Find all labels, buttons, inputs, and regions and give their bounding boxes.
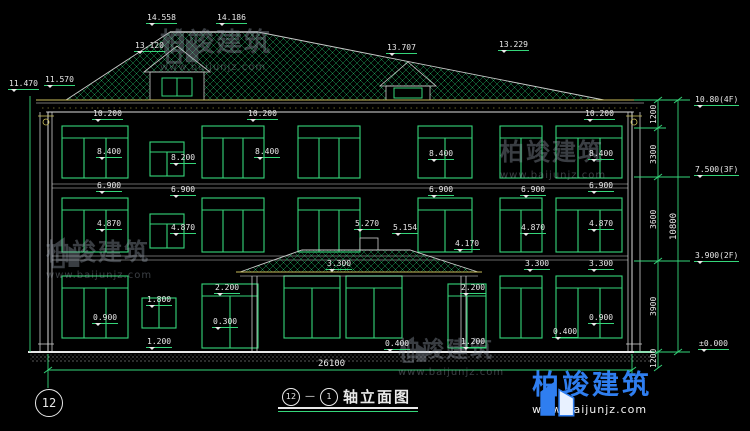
title-underline-thick xyxy=(278,407,418,409)
level-label: 0.400 xyxy=(384,339,411,352)
level-label: 4.870 xyxy=(520,223,547,236)
dim-text: 3600 xyxy=(649,209,658,229)
level-label: 8.400 xyxy=(96,147,123,160)
right-dormer xyxy=(378,61,438,101)
level-label: 10.200 xyxy=(584,109,615,122)
level-label: 5.154 xyxy=(392,223,419,236)
level-label: 10.80(4F) xyxy=(694,95,740,108)
level-label: 2.200 xyxy=(460,283,487,296)
level-label: 4.870 xyxy=(588,219,615,232)
left-dormer xyxy=(142,45,212,101)
level-label: 6.900 xyxy=(588,181,615,194)
level-label: 14.186 xyxy=(216,13,247,26)
sheet-number-bubble: 12 xyxy=(35,389,63,417)
brand-logo-icon xyxy=(540,381,575,417)
level-label: 4.870 xyxy=(96,219,123,232)
level-label: 0.400 xyxy=(552,327,579,340)
level-label: 10.200 xyxy=(247,109,278,122)
drawing-title-text: 轴立面图 xyxy=(343,388,412,406)
level-label: 13.707 xyxy=(386,43,417,56)
dim-text: 3900 xyxy=(649,296,658,316)
level-label: 7.500(3F) xyxy=(694,165,740,178)
dim-text: 1200 xyxy=(649,348,658,368)
level-label: 6.900 xyxy=(96,181,123,194)
level-label: 5.270 xyxy=(354,219,381,232)
level-label: 6.900 xyxy=(428,185,455,198)
axis-dash: — xyxy=(305,391,315,402)
level-label: 6.900 xyxy=(520,185,547,198)
level-label: 1.200 xyxy=(460,337,487,350)
level-label: 3.300 xyxy=(524,259,551,272)
level-label: 2.200 xyxy=(214,283,241,296)
axis-bubble-start: 12 xyxy=(282,387,300,406)
level-label: 8.400 xyxy=(428,149,455,162)
dimension-lines xyxy=(29,96,690,388)
level-label: 1.800 xyxy=(146,295,173,308)
level-label: 4.170 xyxy=(454,239,481,252)
level-label: 3.900(2F) xyxy=(694,251,740,264)
ground-line xyxy=(28,351,652,362)
title-underline-thin xyxy=(278,411,418,412)
windows xyxy=(61,125,623,349)
level-label: 13.120 xyxy=(134,41,165,54)
level-label: 13.229 xyxy=(498,40,529,53)
eaves-cornice xyxy=(36,99,644,113)
level-label: 3.300 xyxy=(326,259,353,272)
total-width-dim: 26100 xyxy=(318,359,346,369)
level-label: 6.900 xyxy=(170,185,197,198)
level-label: 1.200 xyxy=(146,337,173,350)
level-label: ±0.000 xyxy=(698,339,729,352)
level-label: 10.200 xyxy=(92,109,123,122)
level-label: 8.400 xyxy=(588,149,615,162)
level-label: 8.400 xyxy=(254,147,281,160)
level-label: 8.200 xyxy=(170,153,197,166)
brand-logo: 柏竣建筑 www.baijunjz.com xyxy=(532,372,652,417)
level-label: 11.470 xyxy=(8,79,39,92)
pilasters xyxy=(38,112,642,352)
level-label: 11.570 xyxy=(44,75,75,88)
level-label: 4.870 xyxy=(170,223,197,236)
porch xyxy=(236,237,482,352)
axis-bubble-end: 1 xyxy=(320,387,338,406)
total-height-dim: 10800 xyxy=(669,212,679,240)
dim-text: 3300 xyxy=(649,144,658,164)
level-label: 3.300 xyxy=(588,259,615,272)
drawing-title: 12 — 1 轴立面图 xyxy=(282,386,411,407)
level-label: 0.900 xyxy=(588,313,615,326)
level-label: 0.300 xyxy=(212,317,239,330)
level-label: 0.900 xyxy=(92,313,119,326)
dim-text: 1200 xyxy=(649,104,658,124)
level-label: 14.558 xyxy=(146,13,177,26)
